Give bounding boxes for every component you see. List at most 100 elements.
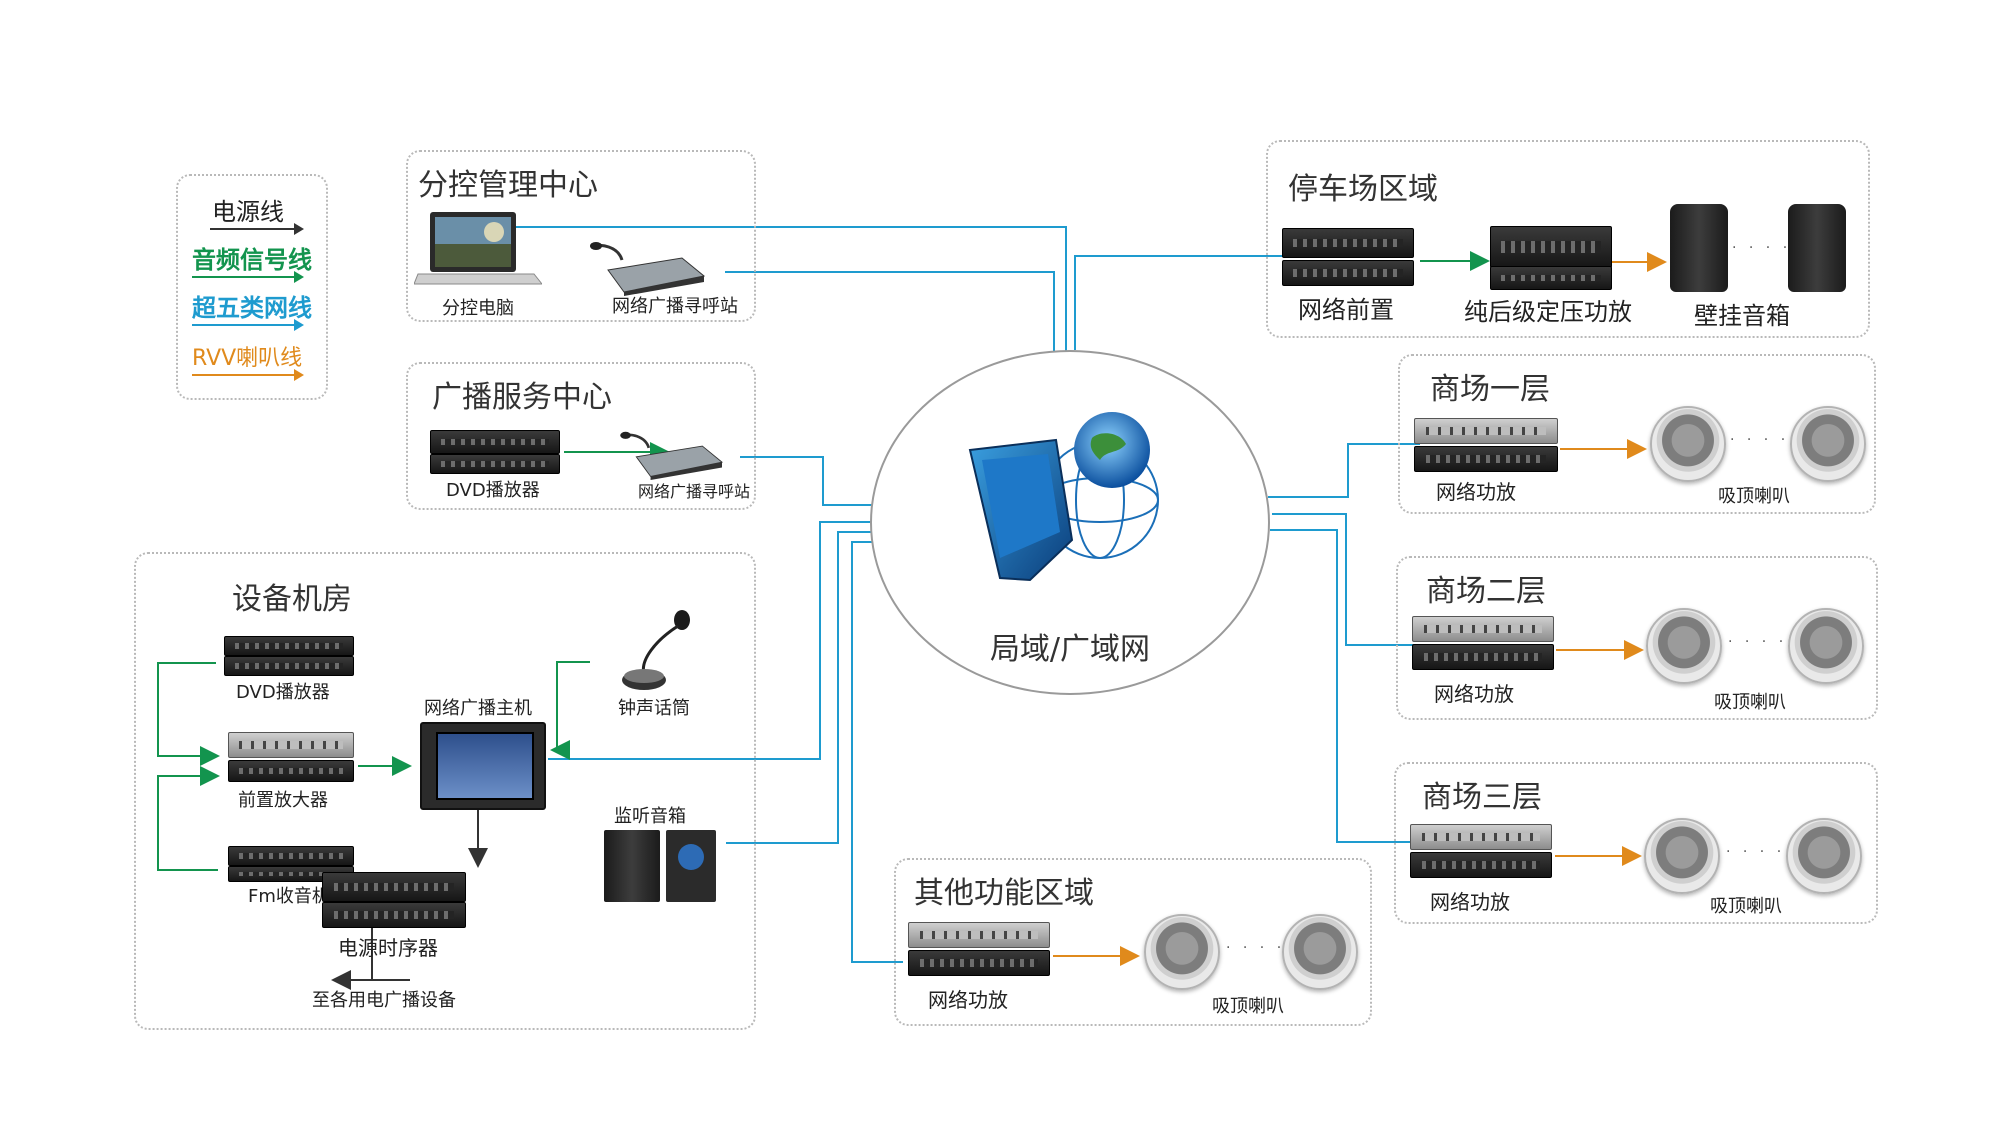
monitor-speaker-back-icon bbox=[666, 830, 716, 902]
dvd-player-icon bbox=[224, 636, 354, 656]
zone-broadcast-service: 广播服务中心 DVD播放器 网络广播寻呼站 bbox=[406, 362, 756, 510]
network-amp-icon bbox=[908, 922, 1050, 948]
monitor-speaker-icon bbox=[604, 830, 660, 902]
label-pc: 分控电脑 bbox=[442, 298, 514, 319]
ceiling-speaker-icon bbox=[1788, 608, 1864, 684]
zone-title: 停车场区域 bbox=[1288, 172, 1438, 207]
laptop-icon bbox=[414, 212, 542, 285]
label-ceiling-speaker: 吸顶喇叭 bbox=[1212, 996, 1284, 1017]
zone-other: 其他功能区域 网络功放 · · · · · 吸顶喇叭 bbox=[894, 858, 1372, 1026]
label-dvd: DVD播放器 bbox=[236, 682, 330, 703]
ceiling-speaker-icon bbox=[1644, 818, 1720, 894]
legend-audio: 音频信号线 bbox=[192, 246, 312, 274]
label-ceiling-speaker: 吸顶喇叭 bbox=[1714, 692, 1786, 713]
label-dvd: DVD播放器 bbox=[446, 480, 540, 501]
ceiling-speaker-icon bbox=[1790, 406, 1866, 482]
label-monitor: 监听音箱 bbox=[614, 806, 686, 827]
legend-cat5-line bbox=[192, 319, 304, 331]
paging-station-icon bbox=[620, 431, 724, 480]
net-line-other bbox=[851, 541, 903, 963]
label-network-amp: 网络功放 bbox=[1436, 480, 1516, 504]
legend-rvv: RVV喇叭线 bbox=[192, 346, 303, 371]
label-paging-station: 网络广播寻呼站 bbox=[638, 482, 751, 501]
network-amp-icon-lower bbox=[1414, 446, 1558, 472]
zone-mall-3: 商场三层 网络功放 · · · · · 吸顶喇叭 bbox=[1394, 762, 1878, 924]
zone-title: 广播服务中心 bbox=[432, 380, 612, 415]
net-line-parking bbox=[1074, 255, 1295, 350]
ellipsis: · · · · · bbox=[1728, 634, 1805, 650]
preamp-icon bbox=[228, 732, 354, 758]
ceiling-speaker-icon bbox=[1144, 914, 1220, 990]
ceiling-speaker-icon bbox=[1650, 406, 1726, 482]
host-screen bbox=[436, 732, 534, 800]
label-preamp: 前置放大器 bbox=[238, 790, 328, 811]
zone-mall-2: 商场二层 网络功放 · · · · · 吸顶喇叭 bbox=[1396, 556, 1878, 720]
ellipsis: · · · · · bbox=[1226, 940, 1303, 956]
ceiling-speaker-icon bbox=[1646, 608, 1722, 684]
network-label: 局域/广域网 bbox=[989, 632, 1151, 667]
label-power-amp: 纯后级定压功放 bbox=[1464, 298, 1632, 326]
zone-branch-control: 分控管理中心 分控电脑 网络广播寻呼站 bbox=[406, 150, 756, 322]
zone-title: 分控管理中心 bbox=[418, 168, 598, 203]
net-line-mall2 bbox=[1272, 513, 1416, 646]
net-line-monitor bbox=[726, 531, 873, 844]
net-line-mall1 bbox=[1268, 443, 1420, 498]
net-line-paging1 bbox=[725, 271, 1055, 355]
fm-radio-icon bbox=[228, 846, 354, 866]
network-amp-icon-lower bbox=[1412, 644, 1554, 670]
network-amp-icon bbox=[1410, 824, 1552, 850]
ceiling-speaker-icon bbox=[1786, 818, 1862, 894]
label-fm: Fm收音机 bbox=[248, 886, 330, 907]
legend-power: 电源线 bbox=[212, 198, 284, 226]
chime-mic-icon bbox=[622, 610, 690, 690]
ellipsis: · · · · · bbox=[1730, 432, 1807, 448]
zone-title: 其他功能区域 bbox=[914, 876, 1094, 911]
legend-cat5: 超五类网线 bbox=[192, 294, 312, 322]
zone-title: 商场一层 bbox=[1430, 372, 1550, 407]
network-front-icon bbox=[1282, 228, 1414, 258]
label-host: 网络广播主机 bbox=[424, 698, 532, 719]
label-network-amp: 网络功放 bbox=[1434, 682, 1514, 706]
wall-speaker-icon bbox=[1788, 204, 1846, 292]
paging-station-icon bbox=[590, 242, 706, 296]
ceiling-speaker-icon bbox=[1282, 914, 1358, 990]
network-cloud: 局域/广域网 bbox=[870, 350, 1270, 695]
sequencer-icon-lower bbox=[322, 902, 466, 928]
label-to-devices: 至各用电广播设备 bbox=[312, 990, 456, 1011]
legend-rvv-line bbox=[192, 369, 304, 381]
network-amp-icon-lower bbox=[1410, 852, 1552, 878]
label-ceiling-speaker: 吸顶喇叭 bbox=[1718, 486, 1790, 507]
net-line-pc bbox=[495, 226, 1067, 352]
audio-line-dvd-preamp bbox=[157, 662, 220, 766]
label-paging-station: 网络广播寻呼站 bbox=[612, 296, 738, 317]
label-ceiling-speaker: 吸顶喇叭 bbox=[1710, 896, 1782, 917]
legend-audio-line bbox=[192, 271, 304, 283]
power-amp-icon bbox=[1490, 226, 1612, 268]
label-network-amp: 网络功放 bbox=[1430, 890, 1510, 914]
network-amp-icon bbox=[1414, 418, 1558, 444]
zone-mall-1: 商场一层 网络功放 · · · · · 吸顶喇叭 bbox=[1398, 354, 1876, 514]
zone-title: 商场三层 bbox=[1422, 780, 1542, 815]
label-network-front: 网络前置 bbox=[1298, 296, 1394, 324]
dvd-player-icon-lower bbox=[430, 454, 560, 474]
label-sequencer: 电源时序器 bbox=[338, 936, 438, 960]
zone-parking: 停车场区域 网络前置 纯后级定压功放 · · · · · 壁挂音箱 bbox=[1266, 140, 1870, 338]
ellipsis: · · · · · bbox=[1726, 844, 1803, 860]
net-line-host bbox=[548, 521, 872, 760]
label-chime-mic: 钟声话筒 bbox=[618, 698, 690, 719]
network-amp-icon-lower bbox=[908, 950, 1050, 976]
ellipsis: · · · · · bbox=[1732, 240, 1809, 256]
broadcast-host-icon bbox=[420, 722, 546, 810]
dvd-player-icon bbox=[430, 430, 560, 454]
net-line-mall3 bbox=[1270, 529, 1412, 843]
legend-panel: 电源线 音频信号线 超五类网线 RVV喇叭线 bbox=[176, 174, 328, 400]
zone-equipment-room: 设备机房 DVD播放器 前置放大器 Fm收音机 网络广播主机 钟声话筒 监听音箱… bbox=[134, 552, 756, 1030]
audio-line-mic-host bbox=[550, 661, 590, 760]
wall-speaker-icon bbox=[1670, 204, 1728, 292]
label-wall-speaker: 壁挂音箱 bbox=[1694, 302, 1790, 330]
audio-line-fm-preamp bbox=[157, 766, 220, 871]
globe-network-icon bbox=[968, 412, 1159, 582]
network-front-icon-lower bbox=[1282, 260, 1414, 286]
legend-power-line bbox=[210, 223, 304, 235]
